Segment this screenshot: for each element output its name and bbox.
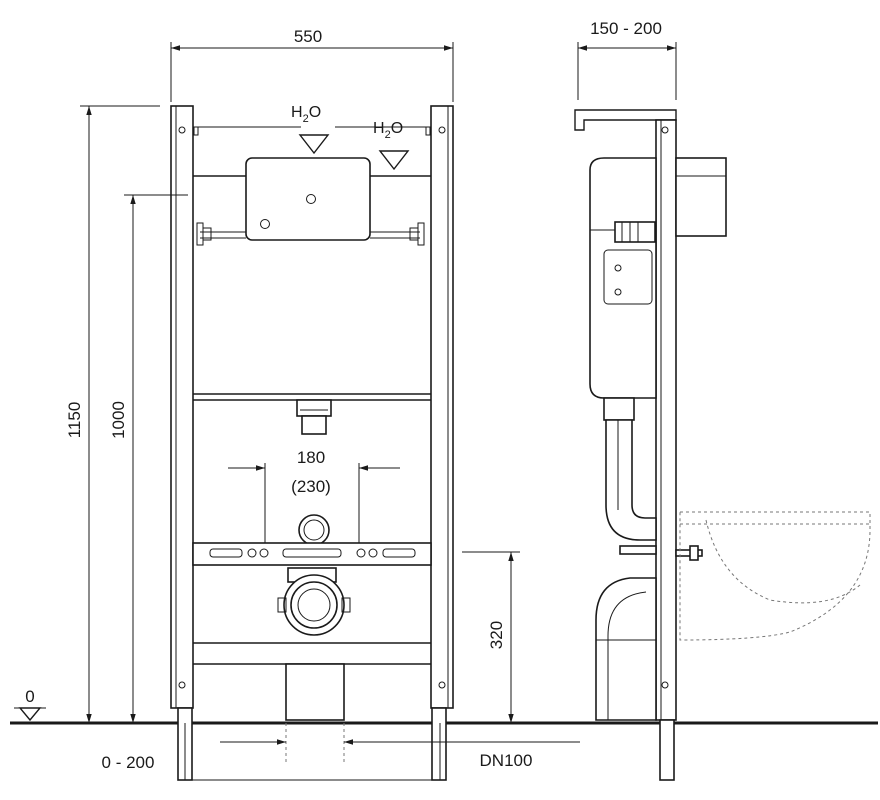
bowl-fixing-bar xyxy=(192,542,432,566)
water-inlet-triangle-2 xyxy=(378,150,410,171)
flush-pipe xyxy=(296,399,332,417)
front-view xyxy=(10,105,878,781)
side-flush-pipe xyxy=(605,419,657,541)
floor-level-label: 0 xyxy=(25,687,34,706)
outlet-spacing-dimension: 180 xyxy=(297,448,325,467)
water-inlet-triangle-1 xyxy=(298,134,330,155)
outlet-spacing-alt-dimension: (230) xyxy=(291,477,331,496)
right-upright xyxy=(430,105,454,709)
side-flush-plate xyxy=(675,157,727,237)
floor-level-marker xyxy=(18,707,42,722)
left-upright xyxy=(170,105,194,709)
side-view: 150 - 200 xyxy=(574,19,871,781)
drain-pipe xyxy=(285,663,345,721)
cistern xyxy=(589,157,657,399)
water-label-2: H2O xyxy=(373,120,403,141)
right-leg xyxy=(431,707,447,781)
total-height-dimension: 1150 xyxy=(65,402,84,439)
depth-dimension: 150 - 200 xyxy=(590,19,662,38)
drain-height-dimension: 320 xyxy=(487,621,506,649)
width-dimension: 550 xyxy=(294,27,322,46)
water-label-1: H2O xyxy=(291,104,321,125)
frame-height-dimension: 1000 xyxy=(109,401,128,439)
side-waste-elbow xyxy=(595,577,657,721)
wc-bowl xyxy=(679,511,871,641)
leg-extension-dimension: 0 - 200 xyxy=(102,753,155,772)
side-upright xyxy=(655,119,677,721)
flush-plate xyxy=(245,157,371,241)
drain-pipe-dimension: DN100 xyxy=(480,751,533,770)
